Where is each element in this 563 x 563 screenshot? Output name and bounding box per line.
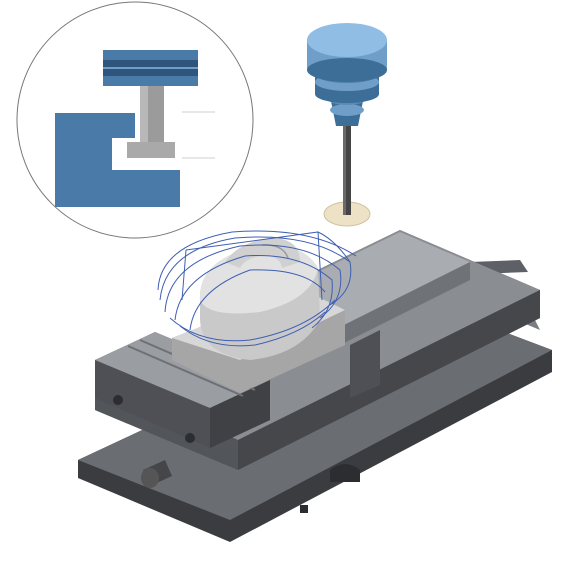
tool-shank [343, 120, 351, 215]
cross-section-detail-icon [16, 1, 254, 239]
detail-foot [127, 142, 175, 158]
milling-tool-icon [307, 23, 387, 227]
detail-bottom-block [55, 113, 180, 207]
machine-vise-icon [78, 230, 552, 542]
toolpath-curves-icon [157, 230, 357, 347]
detail-top-clamp [103, 50, 198, 86]
workpiece [172, 238, 345, 393]
tool-top [307, 23, 387, 57]
